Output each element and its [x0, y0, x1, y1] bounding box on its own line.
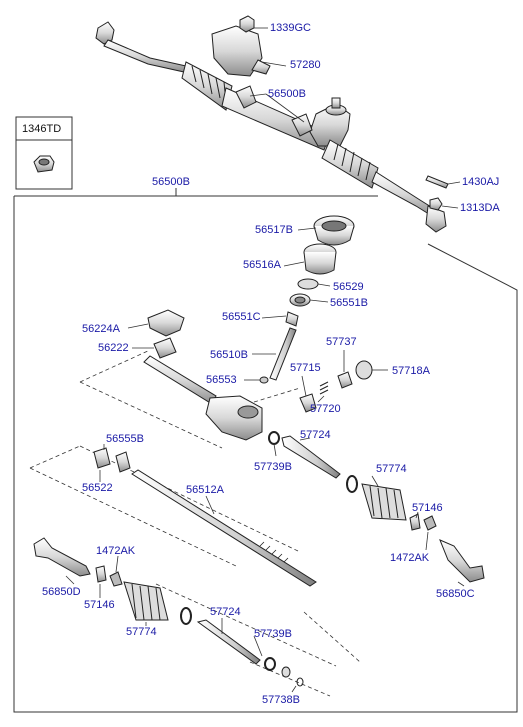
- label-56517b: 56517B: [255, 224, 293, 236]
- label-56224a: 56224A: [82, 323, 120, 335]
- label-1472ak-b: 1472AK: [390, 552, 430, 564]
- label-1472ak-a: 1472AK: [96, 545, 136, 557]
- label-56500b-top: 56500B: [268, 88, 306, 100]
- label-57724-a: 57724: [300, 429, 331, 441]
- label-56850c: 56850C: [436, 588, 475, 600]
- label-56553: 56553: [206, 374, 237, 386]
- label-56522: 56522: [82, 482, 113, 494]
- label-57146-b: 57146: [84, 599, 115, 611]
- leaders-exploded: [65, 227, 465, 693]
- label-56551b: 56551B: [330, 297, 368, 309]
- label-57280: 57280: [290, 59, 321, 71]
- label-56500b-box: 56500B: [152, 176, 190, 188]
- label-1430aj: 1430AJ: [462, 176, 500, 188]
- label-57724-b: 57724: [210, 606, 241, 618]
- label-1339gc: 1339GC: [270, 22, 311, 34]
- exploded-frame: [13, 188, 518, 713]
- label-57739b-a: 57739B: [254, 461, 292, 473]
- label-56222: 56222: [98, 342, 129, 354]
- label-57718a: 57718A: [392, 365, 430, 377]
- nut-1346td-box: [15, 116, 73, 190]
- label-57738b: 57738B: [262, 694, 300, 706]
- label-1346td: 1346TD: [22, 123, 62, 135]
- label-56551c: 56551C: [222, 311, 261, 323]
- label-56516a: 56516A: [243, 259, 281, 271]
- label-56510b: 56510B: [210, 349, 248, 361]
- exploded-parts: [33, 215, 485, 687]
- label-57720: 57720: [310, 403, 341, 415]
- leaders-top: [249, 27, 461, 209]
- label-1313da: 1313DA: [460, 202, 500, 214]
- label-57774-a: 57774: [376, 463, 407, 475]
- label-57739b-b: 57739B: [254, 628, 292, 640]
- gear-assembly-top: [95, 15, 449, 233]
- label-57715: 57715: [290, 362, 321, 374]
- label-56529: 56529: [333, 281, 364, 293]
- dashed-groups: [29, 349, 361, 697]
- label-57774-b: 57774: [126, 626, 157, 638]
- label-56850d: 56850D: [42, 586, 81, 598]
- label-57146-a: 57146: [412, 502, 443, 514]
- label-56512a: 56512A: [186, 484, 224, 496]
- label-57737: 57737: [326, 336, 357, 348]
- label-56555b: 56555B: [106, 433, 144, 445]
